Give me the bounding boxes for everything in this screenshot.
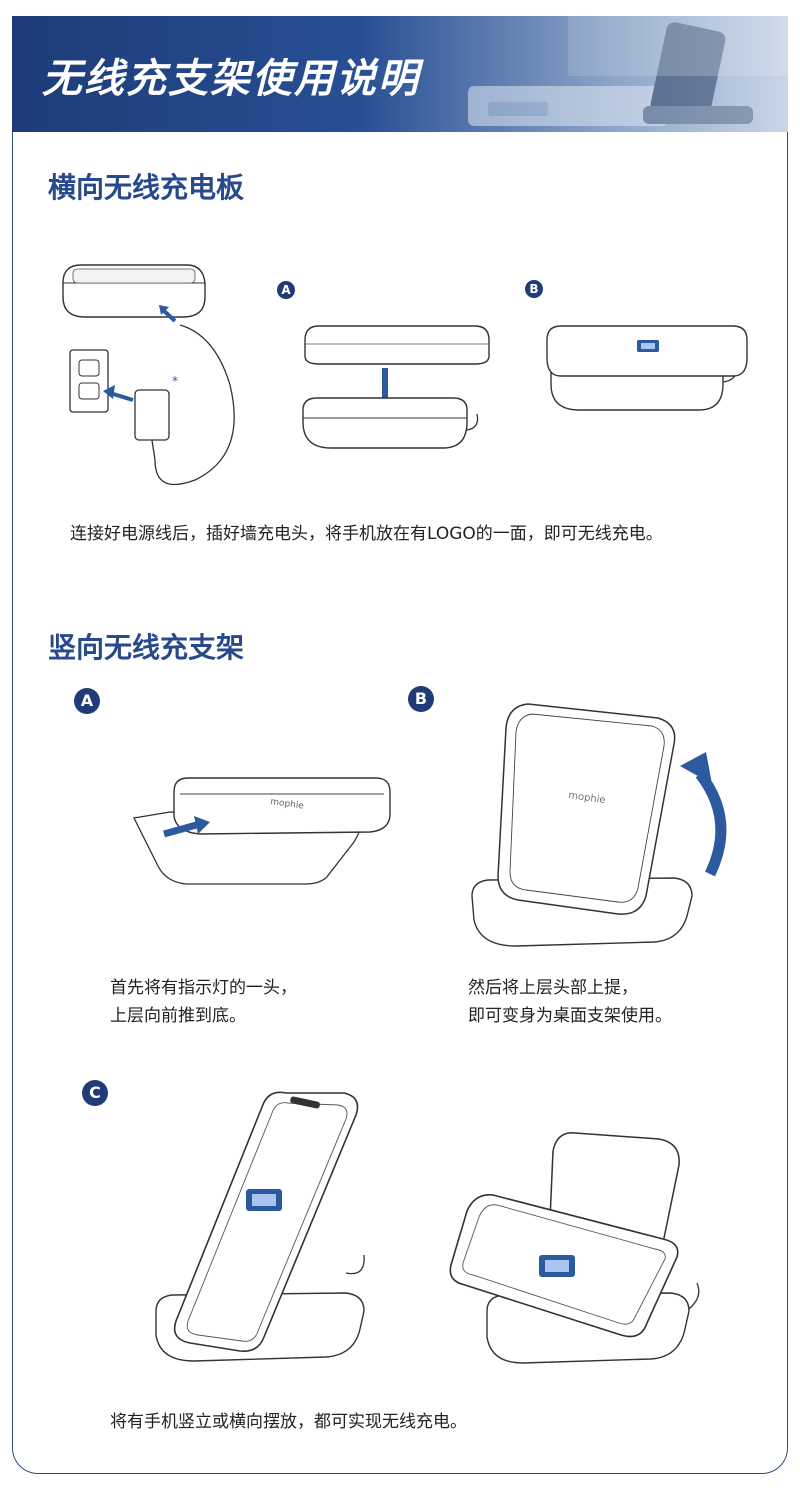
step-b-line2: 即可变身为桌面支架使用。	[468, 1006, 672, 1026]
step-a-caption: 首先将有指示灯的一头， 上层向前推到底。	[110, 974, 297, 1030]
page-title: 无线充支架使用说明	[42, 56, 420, 102]
brand-logo-b: mophie	[568, 790, 607, 806]
banner-photo	[468, 16, 788, 126]
asterisk-mark: *	[172, 374, 178, 388]
section-title-horizontal: 横向无线充电板	[48, 171, 245, 204]
badge-c-large: C	[82, 1080, 108, 1106]
section-title-vertical: 竖向无线充支架	[48, 631, 245, 664]
caption-horizontal: 连接好电源线后，插好墙充电头，将手机放在有LOGO的一面，即可无线充电。	[70, 524, 663, 544]
badge-b-small: B	[525, 280, 543, 298]
phone-onto-pad-illustration	[295, 318, 495, 468]
step-b-line1: 然后将上层头部上提，	[468, 978, 638, 998]
badge-b-large: B	[408, 686, 434, 712]
step-b-caption: 然后将上层头部上提， 即可变身为桌面支架使用。	[468, 974, 672, 1030]
lift-to-stand-illustration: mophie	[468, 700, 738, 955]
step-a-line2: 上层向前推到底。	[110, 1006, 246, 1026]
pad-with-adapter-illustration	[55, 255, 265, 505]
landscape-phone-stand-illustration	[445, 1125, 705, 1375]
push-top-layer-illustration: mophie	[130, 770, 395, 890]
caption-vertical-c: 将有手机竖立或横向摆放，都可实现无线充电。	[110, 1412, 467, 1432]
header-banner: 无线充支架使用说明	[12, 16, 788, 132]
badge-a-large: A	[74, 688, 100, 714]
brand-logo-a: mophie	[270, 797, 305, 812]
portrait-phone-stand-illustration	[150, 1085, 390, 1375]
step-a-line1: 首先将有指示灯的一头，	[110, 978, 297, 998]
phone-on-pad-illustration	[543, 318, 753, 418]
badge-a-small: A	[277, 281, 295, 299]
